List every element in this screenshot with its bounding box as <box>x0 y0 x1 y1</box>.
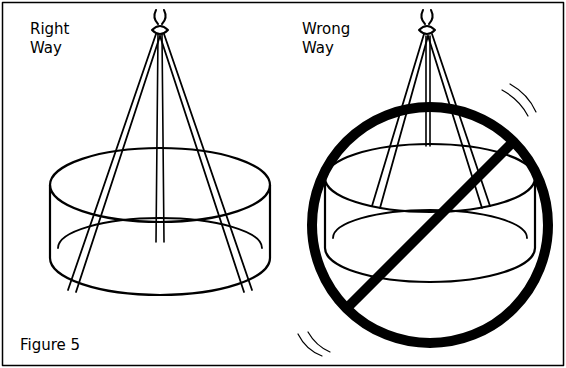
view-label: Right Way <box>30 20 82 58</box>
figure-caption: Figure 5 <box>20 336 160 355</box>
wrong-way-sling <box>298 10 548 356</box>
right-way-sling <box>50 10 270 295</box>
frame <box>3 3 564 366</box>
view-label: Wrong Way <box>302 20 358 58</box>
